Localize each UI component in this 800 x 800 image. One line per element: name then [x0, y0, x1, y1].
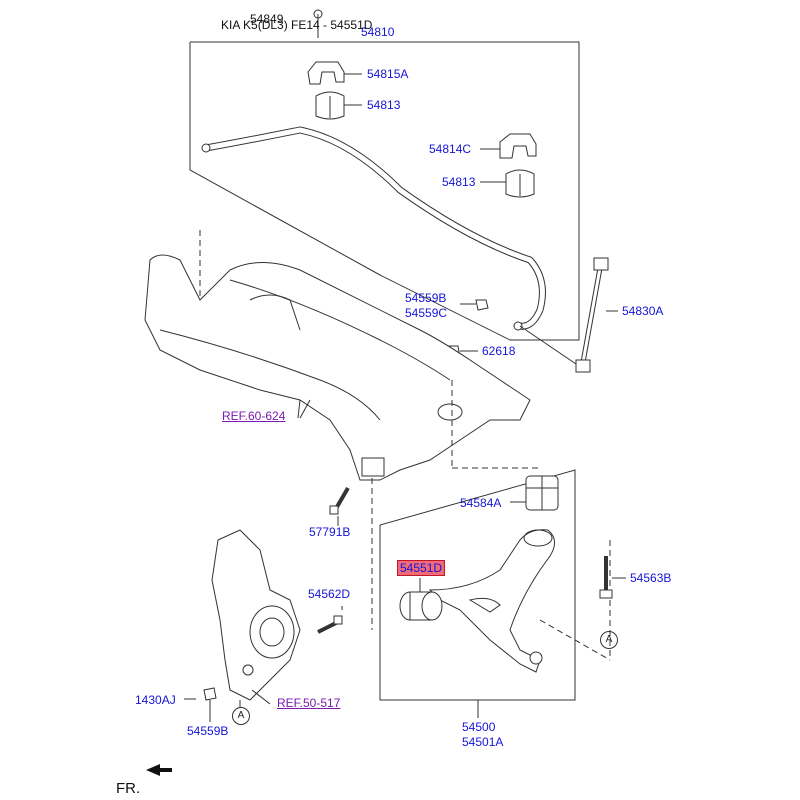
ref-60-624[interactable]: REF.60-624	[222, 409, 286, 423]
clamp-54815a-drawing	[307, 61, 345, 85]
bolt-54562d-drawing	[317, 606, 343, 634]
header-title: KIA K5(DL3) FE14 - 54551D	[221, 18, 373, 32]
bolt-57791b-drawing	[329, 486, 350, 526]
subframe-drawing	[144, 254, 531, 481]
label-1430aj[interactable]: 1430AJ	[135, 693, 176, 707]
front-arrow	[146, 764, 172, 776]
label-54813-right[interactable]: 54813	[442, 175, 476, 189]
front-direction-label: FR.	[116, 780, 141, 797]
label-54814c[interactable]: 54814C	[429, 142, 472, 156]
stabilizer-link-drawing	[519, 257, 618, 373]
bushing-54584a-drawing	[510, 475, 559, 511]
lower-arm-frame	[379, 469, 576, 701]
stabilizer-frame	[189, 41, 580, 341]
circle-marker-a-left: A	[232, 707, 250, 725]
label-54559c[interactable]: 54559C	[405, 306, 448, 320]
label-54849: 54849	[250, 12, 284, 26]
label-54559b-bottom[interactable]: 54559B	[187, 724, 229, 738]
nut-54559b-bottom-drawing	[184, 687, 217, 722]
label-54500[interactable]: 54500	[462, 720, 496, 734]
bushing-54551d-drawing	[399, 578, 443, 621]
label-57791b[interactable]: 57791B	[309, 525, 351, 539]
lower-arm-drawing	[428, 529, 555, 673]
label-54551d-highlighted[interactable]: 54551D	[397, 560, 446, 576]
label-54810[interactable]: 54810	[361, 25, 395, 39]
label-54563b[interactable]: 54563B	[630, 571, 672, 585]
label-54813-top[interactable]: 54813	[367, 98, 401, 112]
label-54562d[interactable]: 54562D	[308, 587, 351, 601]
label-54559b[interactable]: 54559B	[405, 291, 447, 305]
label-54830a[interactable]: 54830A	[622, 304, 664, 318]
label-62618[interactable]: 62618	[482, 344, 516, 358]
clamp-54814c-drawing	[499, 133, 537, 159]
label-54584a[interactable]: 54584A	[460, 496, 502, 510]
bolt-54563b-drawing	[599, 556, 626, 599]
bolt-54849-drawing	[313, 9, 323, 38]
nut-54559-drawing	[475, 299, 489, 311]
label-54815a[interactable]: 54815A	[367, 67, 409, 81]
ref-50-517[interactable]: REF.50-517	[277, 696, 341, 710]
circle-marker-a-right: A	[600, 631, 618, 649]
label-54501a[interactable]: 54501A	[462, 735, 504, 749]
